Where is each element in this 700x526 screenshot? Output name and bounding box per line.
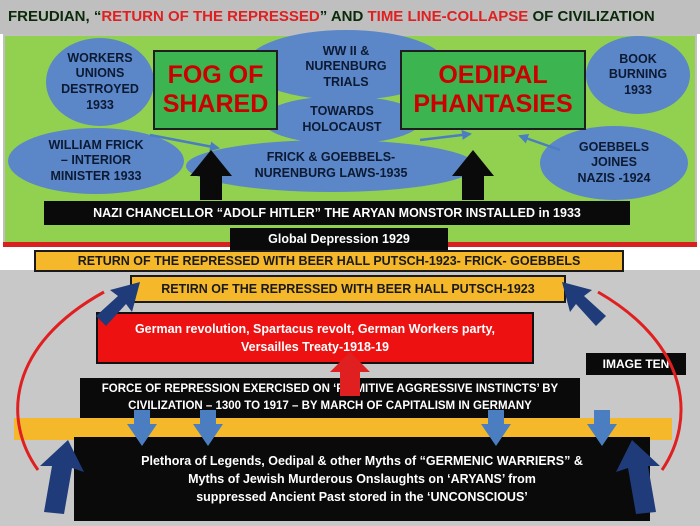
black-up-arrow-right bbox=[452, 150, 494, 200]
navy-arrow-bottom-right bbox=[616, 440, 660, 514]
box-global-depression: Global Depression 1929 bbox=[230, 228, 448, 250]
ellipse-workers-unions: WORKERS UNIONS DESTROYED 1933 bbox=[46, 38, 154, 126]
black-up-arrow-left bbox=[190, 150, 232, 200]
ellipse-frick-goebbels-laws: FRICK & GOEBBELS- NURENBURG LAWS-1935 bbox=[186, 140, 476, 192]
box-oedipal-phantasies: OEDIPAL PHANTASIES bbox=[400, 50, 586, 130]
down-arrow-2 bbox=[193, 410, 223, 446]
label-image-ten: IMAGE TEN bbox=[586, 353, 686, 375]
navy-arrow-top-right bbox=[562, 282, 606, 326]
title-part-5: OF CIVILIZATION bbox=[528, 8, 655, 25]
title-part-2: RETURN OF THE REPRESSED bbox=[101, 8, 320, 25]
thin-arrow-frick-to-laws bbox=[149, 133, 220, 152]
down-arrow-3 bbox=[481, 410, 511, 446]
down-arrow-1 bbox=[127, 410, 157, 446]
red-curve-right bbox=[597, 290, 683, 471]
title-part-4: TIME LINE-COLLAPSE bbox=[367, 8, 529, 25]
diagram-title: FREUDIAN, “RETURN OF THE REPRESSED” AND … bbox=[0, 0, 700, 34]
box-fog-of-shared: FOG OF SHARED bbox=[153, 50, 278, 130]
box-return-repressed-1: RETURN OF THE REPRESSED WITH BEER HALL P… bbox=[34, 250, 624, 272]
box-plethora-of-legends: Plethora of Legends, Oedipal & other Myt… bbox=[74, 437, 650, 521]
box-return-repressed-2: RETIRN OF THE REPRESSED WITH BEER HALL P… bbox=[130, 275, 566, 303]
navy-arrow-top-left bbox=[96, 282, 140, 326]
box-hitler-installed: NAZI CHANCELLOR “ADOLF HITLER” THE ARYAN… bbox=[44, 201, 630, 225]
navy-arrow-bottom-left bbox=[40, 440, 84, 514]
red-up-arrow bbox=[330, 352, 370, 396]
title-part-1: FREUDIAN, “ bbox=[8, 8, 102, 25]
ellipse-goebbels-joins: GOEBBELS JOINES NAZIS -1924 bbox=[540, 126, 688, 200]
ellipse-william-frick: WILLIAM FRICK – INTERIOR MINISTER 1933 bbox=[8, 128, 184, 194]
down-arrow-4 bbox=[587, 410, 617, 446]
title-part-3: ” AND bbox=[319, 8, 368, 25]
yellow-band bbox=[14, 418, 672, 440]
red-curve-left bbox=[16, 290, 105, 471]
box-german-revolution: German revolution, Spartacus revolt, Ger… bbox=[96, 312, 534, 364]
ellipse-towards-holocaust: TOWARDS HOLOCAUST bbox=[262, 96, 422, 144]
thin-arrow-goebbels-to-oedipal bbox=[518, 133, 561, 152]
ellipse-book-burning: BOOK BURNING 1933 bbox=[586, 36, 690, 114]
thin-arrow-laws-to-oedipal bbox=[419, 129, 472, 142]
